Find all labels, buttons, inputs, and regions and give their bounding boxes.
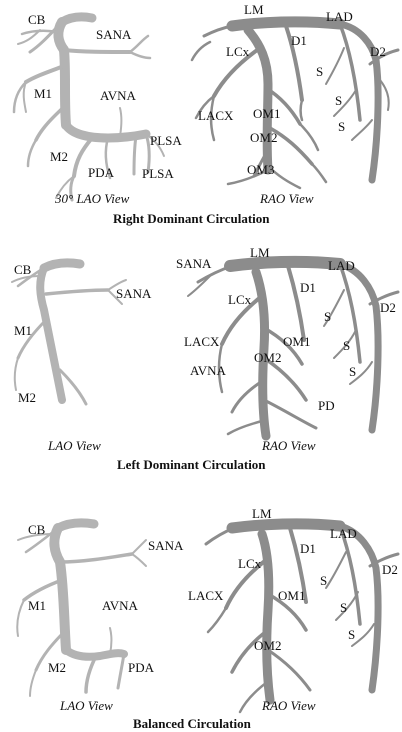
label-m1: M1 — [14, 323, 32, 338]
label-s-2: S — [343, 338, 350, 353]
panel-title: Left Dominant Circulation — [117, 457, 266, 472]
label-d2: D2 — [382, 562, 398, 577]
label-d1: D1 — [300, 541, 316, 556]
label-plsa-1: PLSA — [150, 133, 182, 148]
label-lm: LM — [252, 506, 272, 521]
label-s-3: S — [348, 627, 355, 642]
label-lad: LAD — [326, 9, 353, 24]
label-s-3: S — [338, 119, 345, 134]
label-lad: LAD — [328, 258, 355, 273]
label-sana-rao: SANA — [176, 256, 212, 271]
label-d1: D1 — [291, 33, 307, 48]
label-cb: CB — [28, 522, 46, 537]
label-s-2: S — [340, 600, 347, 615]
label-lcx: LCx — [228, 292, 252, 307]
view-label-rao: RAO View — [261, 698, 316, 713]
label-lacx: LACX — [188, 588, 224, 603]
label-lcx: LCx — [238, 556, 262, 571]
view-label-rao: RAO View — [261, 438, 316, 453]
label-om1: OM1 — [253, 106, 280, 121]
label-s-1: S — [324, 309, 331, 324]
view-label-lao: LAO View — [59, 698, 113, 713]
label-avna: AVNA — [102, 598, 138, 613]
label-lacx: LACX — [198, 108, 234, 123]
label-d2: D2 — [380, 300, 396, 315]
label-lcx: LCx — [226, 44, 250, 59]
label-s-1: S — [316, 64, 323, 79]
label-lacx: LACX — [184, 334, 220, 349]
lca-rao-vessels-1 — [190, 16, 400, 190]
label-om2: OM2 — [254, 638, 281, 653]
label-pda: PDA — [88, 165, 115, 180]
label-m2: M2 — [48, 660, 66, 675]
label-sana: SANA — [148, 538, 184, 553]
rca-lao-vessels-2 — [11, 258, 127, 406]
label-om1: OM1 — [278, 588, 305, 603]
label-om2: OM2 — [250, 130, 277, 145]
view-label-lao: LAO View — [47, 438, 101, 453]
label-om3: OM3 — [247, 162, 274, 177]
label-s-1: S — [320, 573, 327, 588]
label-m2: M2 — [18, 390, 36, 405]
label-sana: SANA — [116, 286, 152, 301]
panel-left-dominant: CB SANA M1 M2 LM LAD SANA D1 D2 LCx S S … — [11, 245, 400, 472]
rca-lao-vessels-3 — [16, 518, 147, 697]
panel-title: Balanced Circulation — [133, 716, 252, 731]
view-label-lao: 30° LAO View — [54, 191, 130, 206]
label-cb: CB — [14, 262, 32, 277]
view-label-rao: RAO View — [259, 191, 314, 206]
label-cb: CB — [28, 12, 46, 27]
label-om1: OM1 — [283, 334, 310, 349]
label-avna: AVNA — [100, 88, 136, 103]
panel-right-dominant: CB SANA M1 AVNA M2 PDA PLSA PLSA LM LAD … — [12, 2, 400, 226]
lca-rao-vessels-3 — [204, 518, 400, 714]
label-pd: PD — [318, 398, 335, 413]
label-m1: M1 — [28, 598, 46, 613]
label-m1: M1 — [34, 86, 52, 101]
label-lm: LM — [244, 2, 264, 17]
label-sana: SANA — [96, 27, 132, 42]
label-d1: D1 — [300, 280, 316, 295]
label-pda: PDA — [128, 660, 155, 675]
lca-rao-vessels-2 — [187, 255, 400, 441]
label-lad: LAD — [330, 526, 357, 541]
panel-balanced: CB SANA M1 AVNA M2 PDA LM LAD D1 D2 LCx … — [16, 506, 400, 731]
label-plsa-2: PLSA — [142, 166, 174, 181]
label-lm: LM — [250, 245, 270, 260]
rca-lao-vessels-1 — [12, 12, 165, 202]
label-d2: D2 — [370, 44, 386, 59]
label-s-2: S — [335, 93, 342, 108]
label-avna: AVNA — [190, 363, 226, 378]
label-s-3: S — [349, 364, 356, 379]
panel-title: Right Dominant Circulation — [113, 211, 270, 226]
label-om2: OM2 — [254, 350, 281, 365]
label-m2: M2 — [50, 149, 68, 164]
